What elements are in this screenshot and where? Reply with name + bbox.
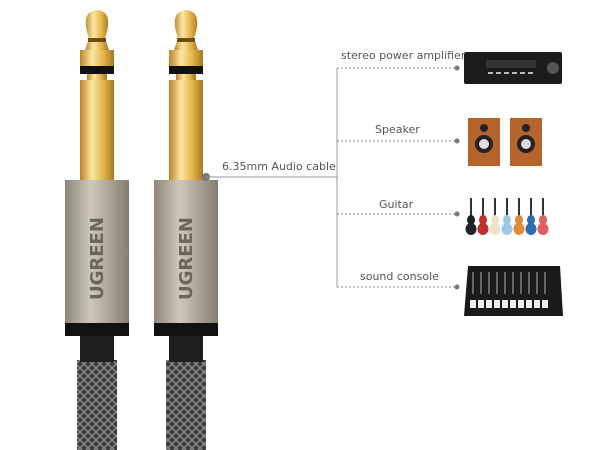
device-label-speaker: Speaker (375, 123, 420, 136)
speaker-icon (468, 118, 542, 166)
device-label-amplifier: stereo power amplifier (341, 49, 466, 62)
braided-cable (166, 360, 206, 450)
plug-2: UGREEN (154, 10, 218, 450)
plug-tip (174, 10, 198, 50)
amplifier-icon (464, 52, 562, 84)
guitar-icon (465, 198, 549, 235)
brand-logo: UGREEN (176, 217, 197, 300)
plug-tip (85, 10, 109, 50)
mixer-icon (464, 266, 563, 316)
cable-label: 6.35mm Audio cable (222, 160, 336, 173)
gold-shaft (80, 80, 114, 180)
connector-lines (202, 68, 338, 287)
braided-cable (77, 360, 117, 450)
device-label-sound-console: sound console (360, 270, 439, 283)
plug-1: UGREEN (65, 10, 129, 450)
metal-sleeve (154, 180, 218, 323)
brand-logo: UGREEN (87, 217, 108, 300)
device-label-guitar: Guitar (379, 198, 414, 211)
gold-shaft (169, 80, 203, 180)
metal-sleeve (65, 180, 129, 323)
